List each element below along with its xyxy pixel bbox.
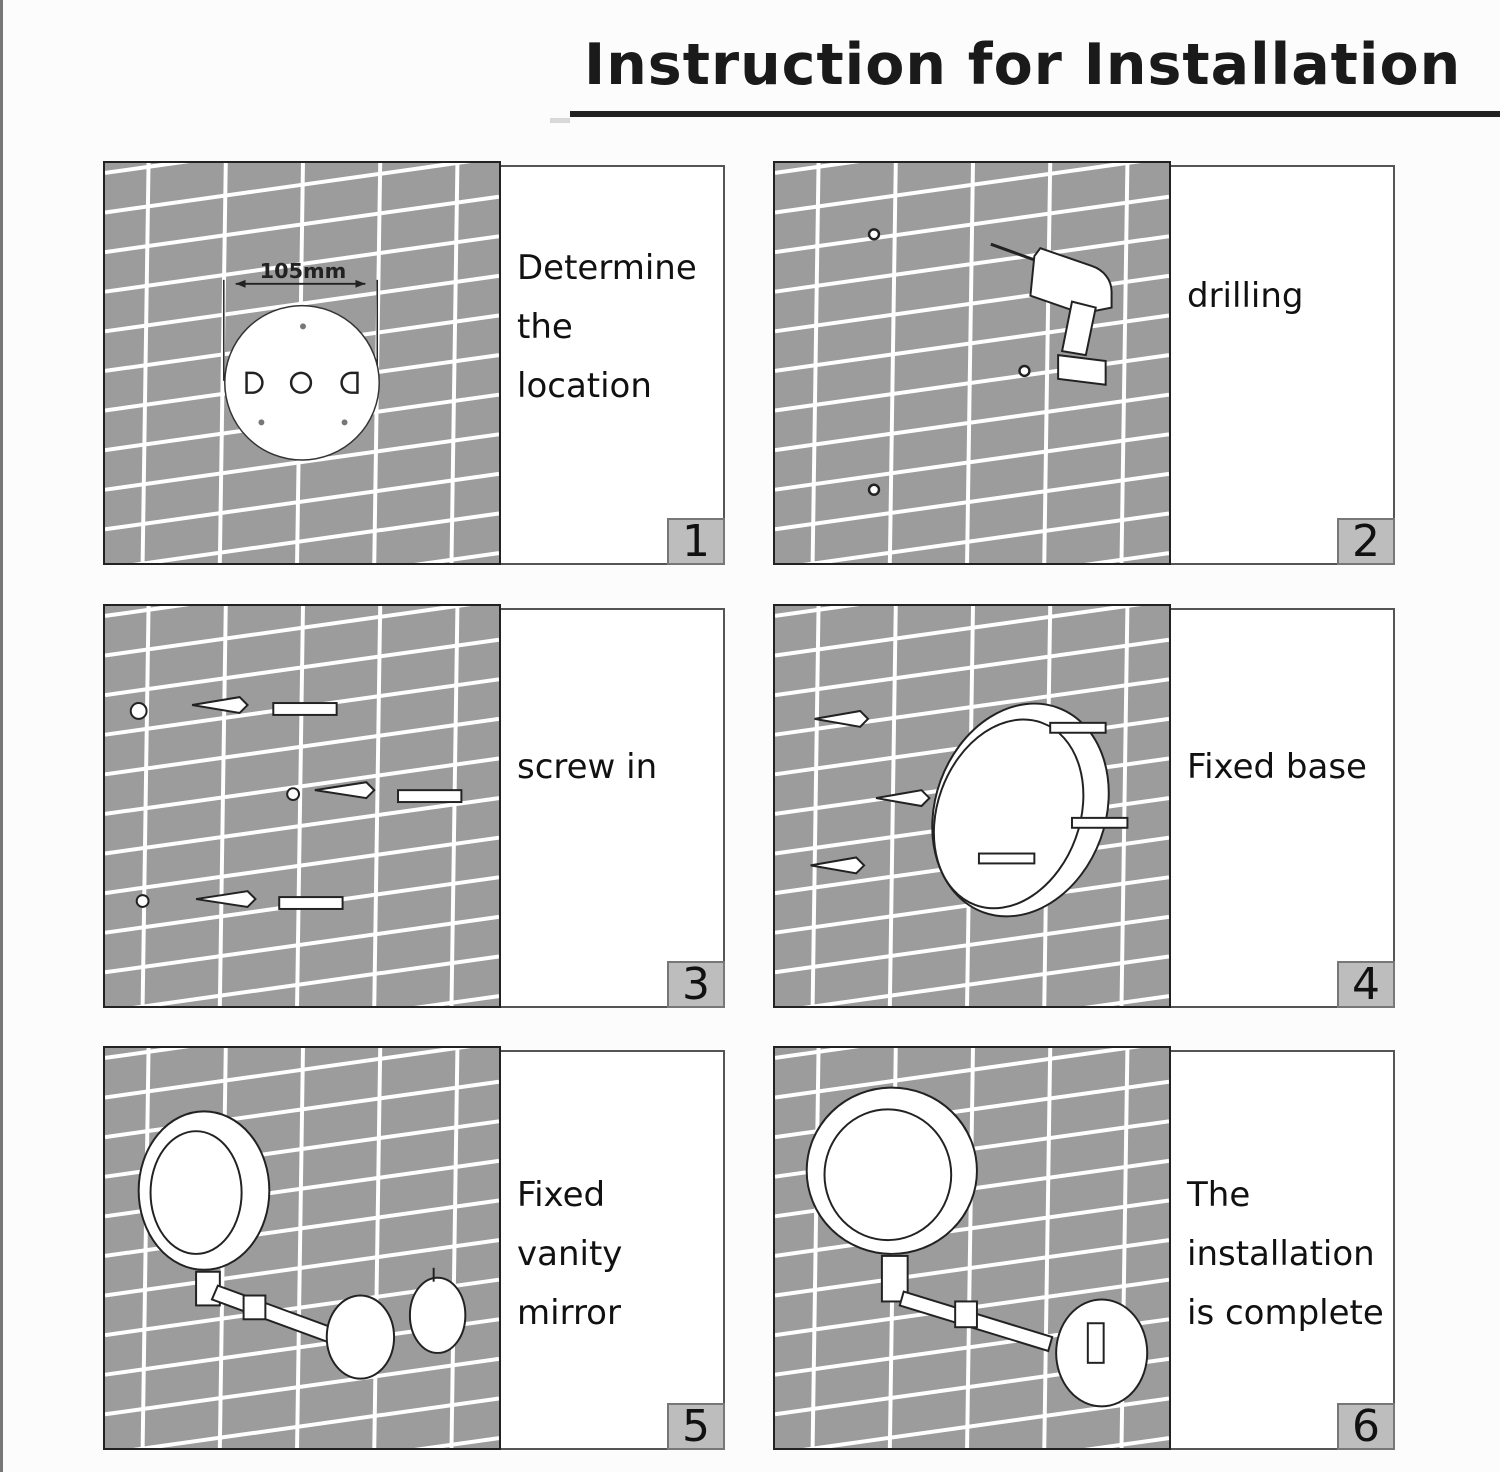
title-underline (570, 111, 1500, 117)
step-label: Fixed base (1187, 747, 1367, 787)
mounting-base-icon (775, 606, 1169, 1006)
title-underline-shadow (550, 118, 570, 123)
power-drill-icon (775, 163, 1169, 563)
step-label: drilling (1187, 276, 1304, 316)
step-3-illustration (103, 604, 501, 1008)
step-number-badge: 6 (1337, 1403, 1395, 1450)
step-number-badge: 3 (667, 961, 725, 1008)
page-title: Instruction for Installation (584, 32, 1462, 98)
step-label: The installation is complete (1187, 1175, 1384, 1333)
step-label: Determine the location (517, 248, 697, 406)
step-label: screw in (517, 747, 658, 787)
step-2-illustration (773, 161, 1171, 565)
step-5-illustration (103, 1046, 501, 1450)
step-number-badge: 5 (667, 1403, 725, 1450)
step-4-illustration (773, 604, 1171, 1008)
vanity-mirror-complete-icon (775, 1048, 1169, 1448)
step-4-textbox: Fixed base 4 (1171, 608, 1395, 1008)
dimension-label: 105mm (260, 259, 347, 283)
step-number-badge: 4 (1337, 961, 1395, 1008)
step-number-badge: 1 (667, 518, 725, 565)
page-left-border (0, 0, 3, 1472)
step-1-illustration: 105mm (103, 161, 501, 565)
step-6-illustration (773, 1046, 1171, 1450)
step-6-textbox: The installation is complete 6 (1171, 1050, 1395, 1450)
step-3-textbox: screw in 3 (501, 608, 725, 1008)
step-number-badge: 2 (1337, 518, 1395, 565)
anchors-and-screws-icon (105, 606, 499, 1006)
wall-plate-template-icon: 105mm (105, 163, 499, 563)
step-1-textbox: Determine the location 1 (501, 165, 725, 565)
step-2-textbox: drilling 2 (1171, 165, 1395, 565)
step-5-textbox: Fixed vanity mirror 5 (501, 1050, 725, 1450)
step-label: Fixed vanity mirror (517, 1175, 623, 1333)
vanity-mirror-attach-icon (105, 1048, 499, 1448)
